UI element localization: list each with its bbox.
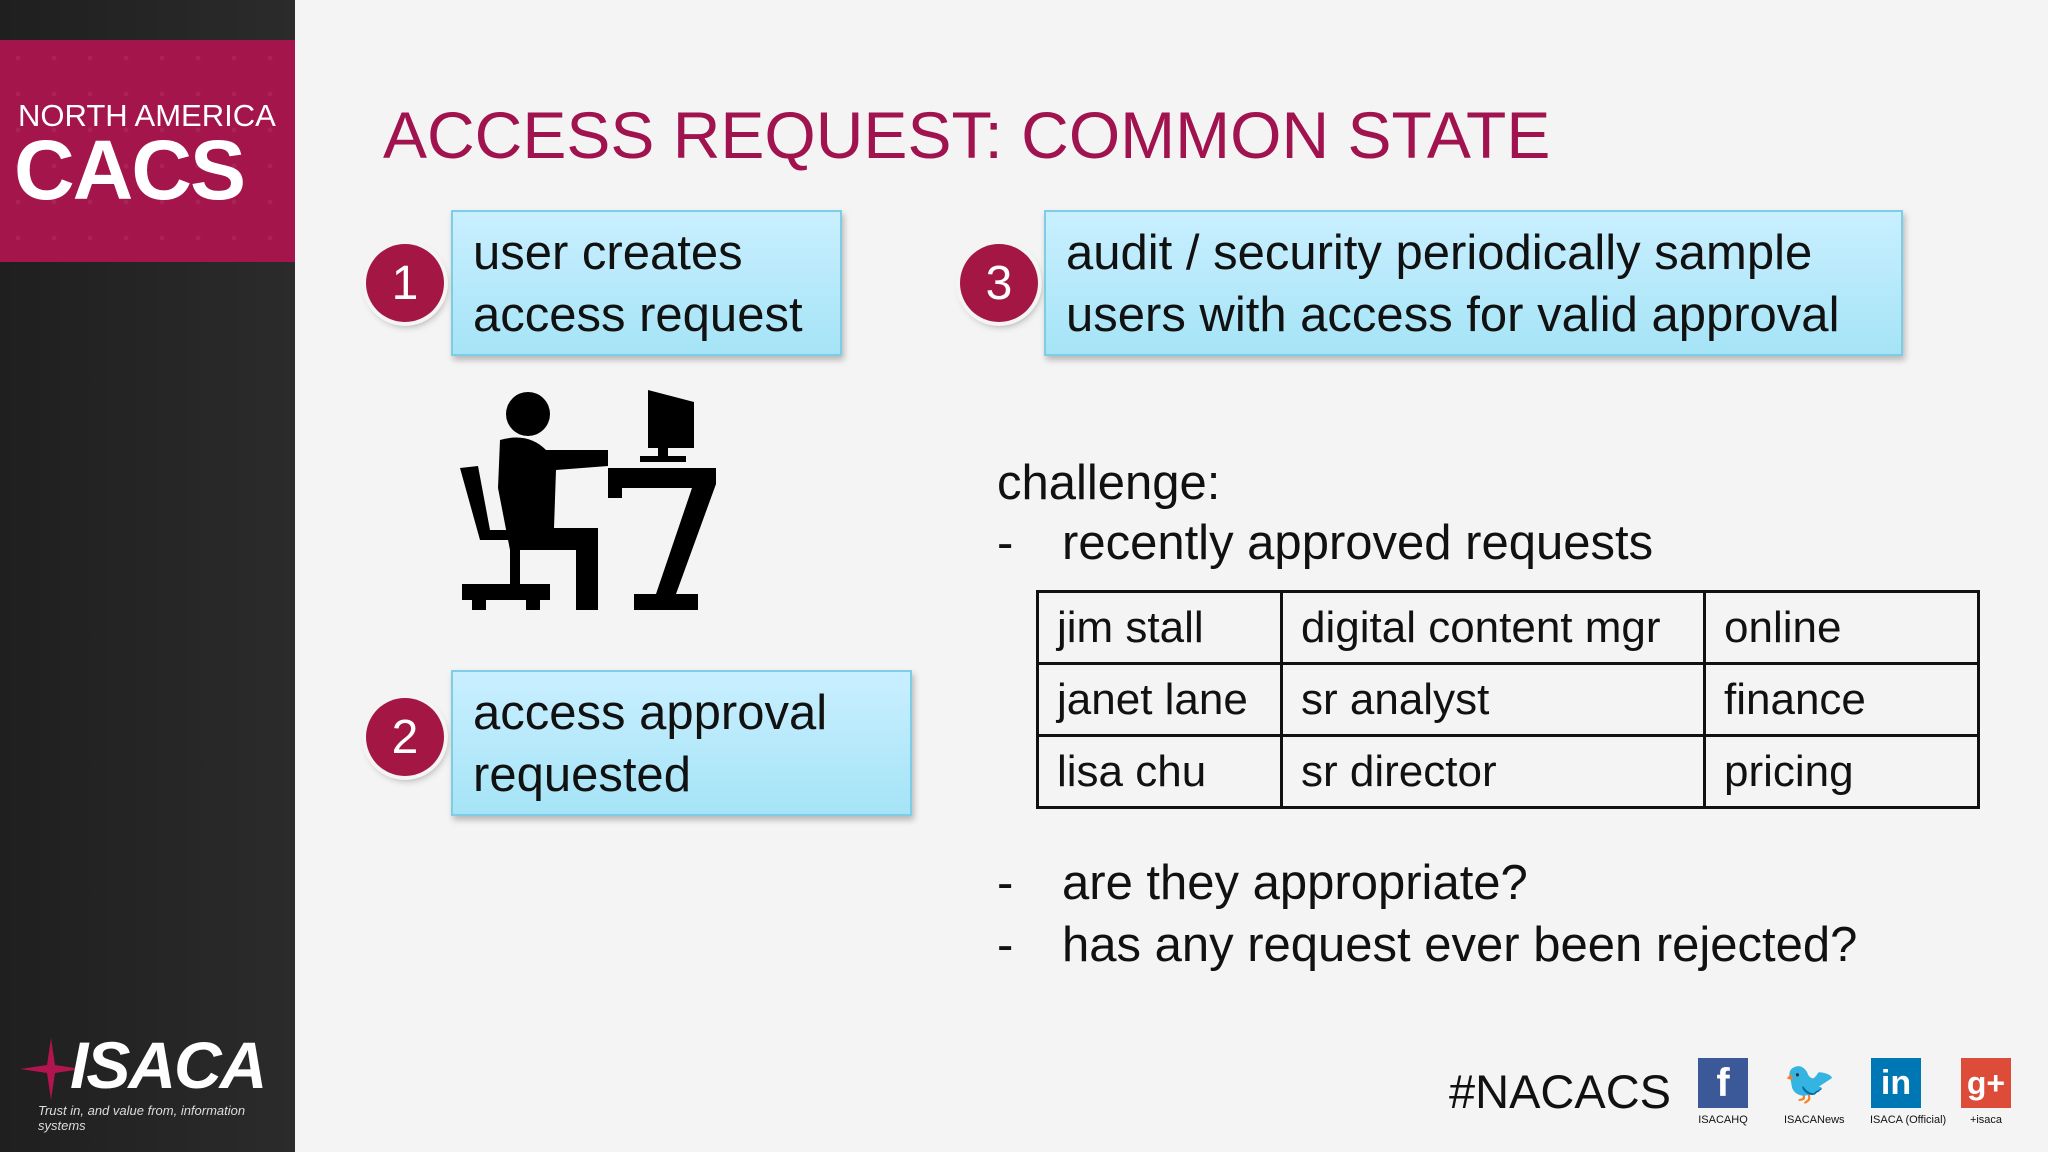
table-row: jim stall digital content mgr online — [1036, 590, 1980, 665]
table-cell-dept: pricing — [1703, 734, 1980, 809]
brand-region: NORTH AMERICA — [18, 98, 276, 133]
bullet-recent-requests: -recently approved requests — [997, 515, 1653, 571]
cacs-logo: NORTH AMERICA CACS — [0, 40, 295, 262]
approved-requests-table: jim stall digital content mgr online jan… — [1036, 590, 1980, 809]
step-2-line2: requested — [473, 748, 691, 802]
sidebar: NORTH AMERICA CACS ISACA Trust in, and v… — [0, 0, 295, 1152]
table-row: lisa chu sr director pricing — [1036, 734, 1980, 809]
table-cell-title: sr director — [1280, 734, 1706, 809]
slide-title: ACCESS REQUEST: COMMON STATE — [383, 98, 1551, 172]
table-cell-name: janet lane — [1036, 662, 1283, 737]
googleplus-label: +isaca — [1969, 1114, 2003, 1126]
user-at-computer-icon — [460, 390, 716, 610]
step-3-box: audit / security periodically sample use… — [1044, 210, 1903, 356]
step-1-line2: access request — [473, 288, 803, 342]
isaca-star-icon — [20, 1038, 82, 1100]
bullet-dash: - — [997, 516, 1014, 570]
table-cell-dept: online — [1703, 590, 1980, 665]
step-1-line1: user creates — [473, 226, 743, 280]
table-cell-name: jim stall — [1036, 590, 1283, 665]
step-2-badge: 2 — [366, 698, 444, 776]
table-cell-title: sr analyst — [1280, 662, 1706, 737]
step-3-badge: 3 — [960, 244, 1038, 322]
step-3-line1: audit / security periodically sample — [1066, 226, 1813, 280]
table-row: janet lane sr analyst finance — [1036, 662, 1980, 737]
linkedin-label: ISACA (Official) — [1870, 1114, 1947, 1126]
twitter-link[interactable]: 🐦 ISACANews — [1783, 1058, 1845, 1127]
twitter-label: ISACANews — [1784, 1114, 1845, 1126]
twitter-icon: 🐦 — [1783, 1058, 1837, 1106]
step-2-box: access approval requested — [451, 670, 912, 816]
hashtag: #NACACS — [1449, 1065, 1672, 1118]
brand-name: CACS — [14, 123, 246, 217]
bullet-dash: - — [997, 856, 1014, 910]
table-cell-name: lisa chu — [1036, 734, 1283, 809]
table-cell-title: digital content mgr — [1280, 590, 1706, 665]
step-1-badge: 1 — [366, 244, 444, 322]
bullet-appropriate: -are they appropriate? — [997, 855, 1528, 911]
step-2-line1: access approval — [473, 686, 828, 740]
googleplus-link[interactable]: g+ +isaca — [1960, 1058, 2012, 1126]
bullet-text: recently approved requests — [1062, 516, 1654, 570]
step-1-box: user creates access request — [451, 210, 842, 356]
isaca-tagline: Trust in, and value from, information sy… — [38, 1103, 246, 1133]
facebook-icon: f — [1698, 1058, 1748, 1108]
challenge-heading: challenge: — [997, 456, 1221, 510]
bullet-text: has any request ever been rejected? — [1062, 918, 1858, 972]
facebook-link[interactable]: f ISACAHQ — [1697, 1058, 1749, 1126]
table-cell-dept: finance — [1703, 662, 1980, 737]
facebook-label: ISACAHQ — [1698, 1114, 1748, 1126]
bullet-dash: - — [997, 918, 1014, 972]
isaca-logo: ISACA — [70, 1028, 267, 1102]
step-3-line2: users with access for valid approval — [1066, 288, 1840, 342]
bullet-rejected: -has any request ever been rejected? — [997, 917, 1857, 973]
bullet-text: are they appropriate? — [1062, 856, 1528, 910]
linkedin-icon: in — [1871, 1058, 1921, 1108]
googleplus-icon: g+ — [1961, 1058, 2011, 1108]
linkedin-link[interactable]: in ISACA (Official) — [1870, 1058, 1947, 1126]
